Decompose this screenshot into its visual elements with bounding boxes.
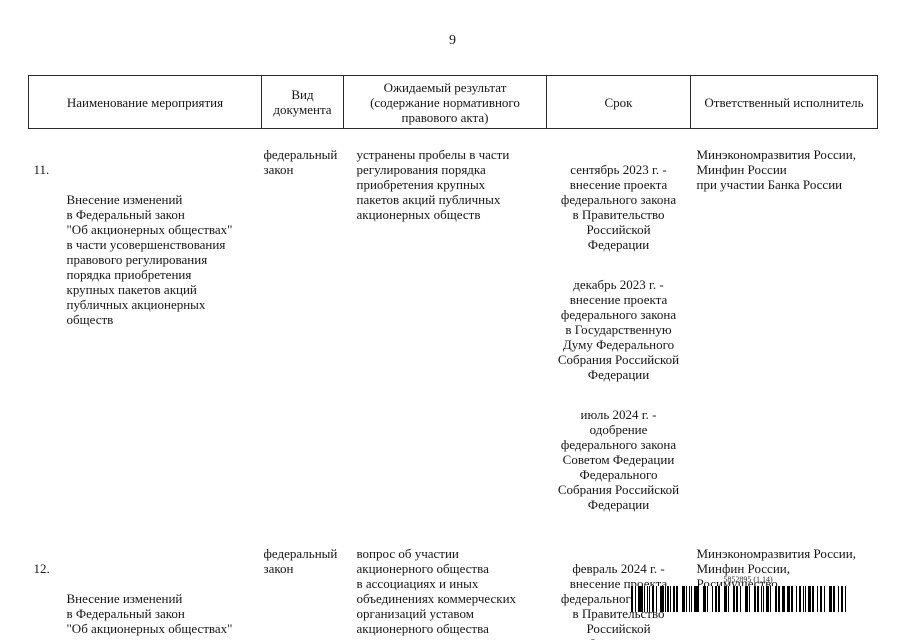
- table-row-12: 12. Внесение изменений в Федеральный зак…: [29, 527, 878, 640]
- activity-cell: 12. Внесение изменений в Федеральный зак…: [29, 527, 262, 640]
- col-header-activity: Наименование мероприятия: [28, 75, 262, 129]
- term-cell: сентябрь 2023 г. - внесение проекта феде…: [547, 129, 691, 528]
- document-type: федеральный закон: [263, 147, 338, 177]
- barcode-block: 5852895 (1.14): [631, 575, 847, 612]
- col-header-expected-result: Ожидаемый результат (содержание норматив…: [343, 75, 547, 129]
- activity-name: Внесение изменений в Федеральный закон "…: [66, 591, 233, 640]
- page-number: 9: [449, 33, 456, 48]
- expected-result: вопрос об участии акционерного общества …: [356, 546, 517, 636]
- row-number: 11.: [33, 162, 50, 177]
- activity-name: Внесение изменений в Федеральный закон "…: [66, 192, 233, 327]
- term-paragraph: сентябрь 2023 г. - внесение проекта феде…: [560, 162, 677, 252]
- barcode-label: 5852895 (1.14): [723, 575, 773, 584]
- table-row-11: 11. Внесение изменений в Федеральный зак…: [29, 129, 878, 528]
- plan-table: Наименование мероприятия Вид документа О…: [28, 75, 878, 640]
- row-number: 12.: [33, 561, 50, 576]
- document-type: федеральный закон: [263, 546, 338, 576]
- term-paragraph: декабрь 2023 г. - внесение проекта федер…: [557, 277, 680, 382]
- expected-result: устранены пробелы в части регулирования …: [356, 147, 510, 222]
- executor: Минэкономразвития России, Минфин России …: [696, 147, 856, 192]
- barcode-icon: [631, 586, 847, 612]
- term-paragraph: июль 2024 г. - одобрение федерального за…: [557, 407, 680, 512]
- activity-cell: 11. Внесение изменений в Федеральный зак…: [29, 129, 262, 528]
- col-header-doc-type: Вид документа: [261, 75, 344, 129]
- col-header-executor: Ответственный исполнитель: [690, 75, 878, 129]
- col-header-term: Срок: [546, 75, 691, 129]
- table-header: Наименование мероприятия Вид документа О…: [28, 75, 878, 129]
